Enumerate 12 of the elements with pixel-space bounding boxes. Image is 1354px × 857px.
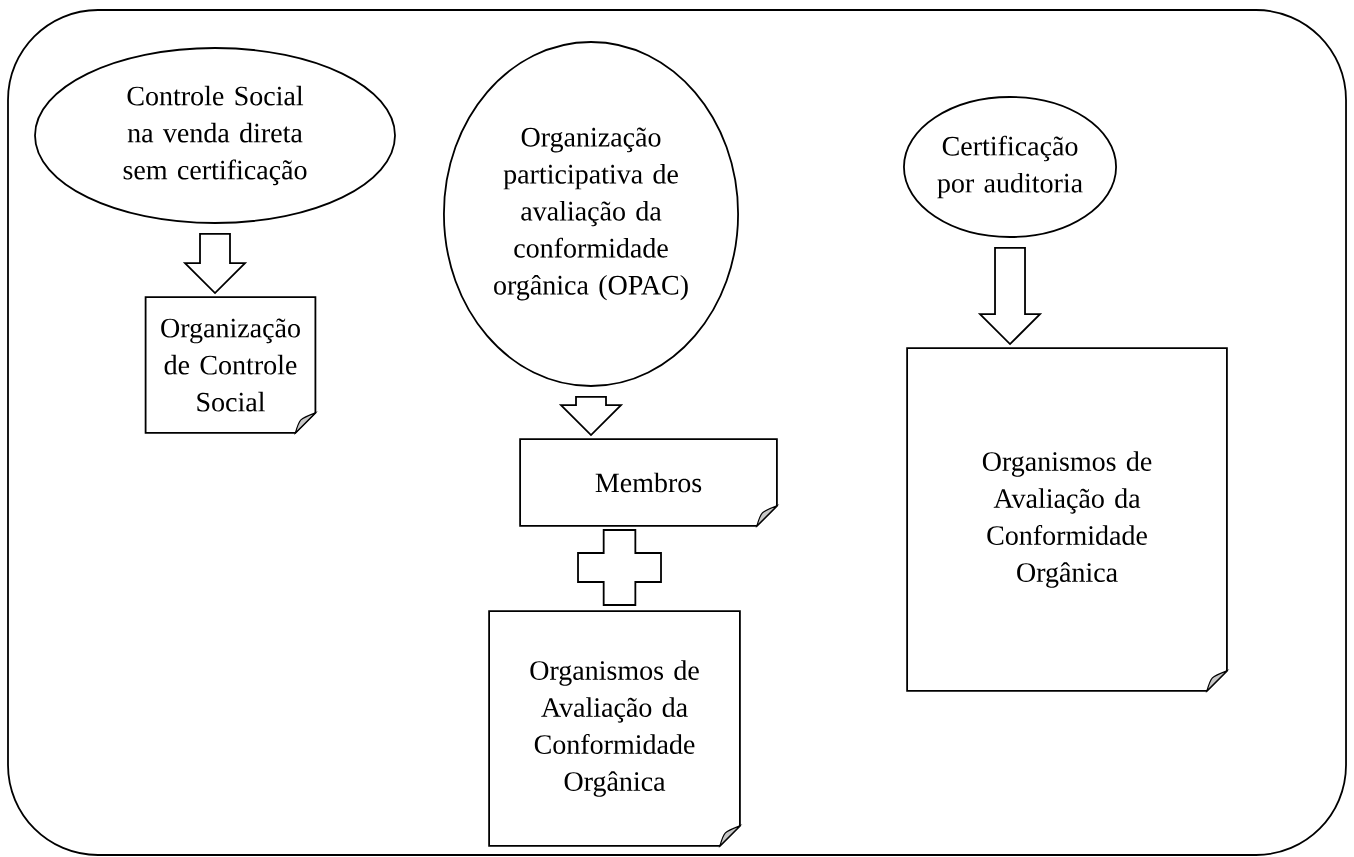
block-arrow xyxy=(558,396,624,437)
document-box: Organismos de Avaliação da Conformidade Orgânica xyxy=(906,347,1228,692)
ellipse-node: Controle Social na venda direta sem certificação xyxy=(34,47,396,224)
ellipse-node: Certificação por auditoria xyxy=(903,96,1117,238)
document-box: Membros xyxy=(519,438,778,527)
ellipse-node: Organização participativa de avaliação da conformidade orgânica (OPAC) xyxy=(443,41,739,387)
document-box: Organismos de Avaliação da Conformidade Orgânica xyxy=(488,610,741,847)
plus-sign xyxy=(577,529,662,606)
block-arrow xyxy=(182,233,248,295)
document-box: Organização de Controle Social xyxy=(144,296,317,434)
outer-frame xyxy=(7,9,1347,856)
block-arrow xyxy=(977,247,1043,346)
